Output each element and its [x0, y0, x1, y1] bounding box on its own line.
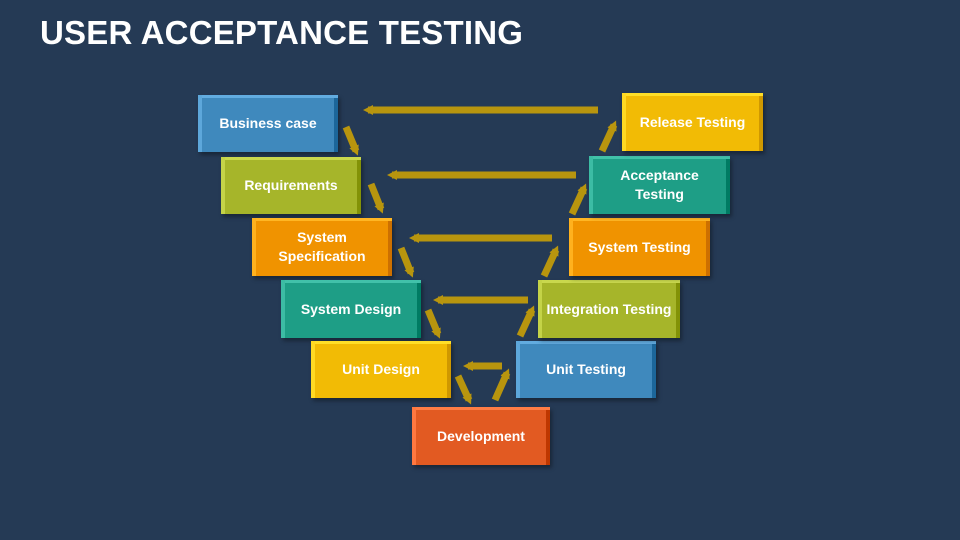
- stage-integration-testing: Integration Testing: [538, 280, 680, 338]
- arrow-up-3: [540, 245, 560, 278]
- arrow-down-5: [454, 374, 473, 405]
- stage-label: System Design: [300, 300, 402, 317]
- stage-business-case: Business case: [198, 95, 338, 152]
- stage-acceptance-testing: Acceptance Testing: [589, 156, 730, 214]
- stage-system-design: System Design: [281, 280, 421, 338]
- stage-label: Business case: [219, 115, 317, 131]
- arrow-down-3: [397, 246, 415, 278]
- arrow-up-1: [491, 368, 511, 402]
- stage-label: Unit Design: [342, 361, 420, 377]
- stage-label: Integration Testing: [546, 300, 672, 317]
- stage-label: Release Testing: [639, 113, 746, 130]
- page-title: USER ACCEPTANCE TESTING: [40, 14, 524, 51]
- stage-unit-design: Unit Design: [311, 341, 451, 398]
- stage-requirements: Requirements: [221, 157, 361, 214]
- stage-unit-testing: Unit Testing: [516, 341, 656, 398]
- stage-label: Requirements: [244, 177, 338, 193]
- arrow-down-1: [342, 125, 360, 156]
- stage-label: System Specification: [278, 229, 366, 264]
- stage-label: Unit Testing: [546, 361, 626, 377]
- stage-label: Development: [437, 427, 525, 444]
- arrow-up-4: [568, 183, 588, 216]
- stage-label: System Testing: [588, 238, 691, 255]
- stage-system-testing: System Testing: [569, 218, 710, 276]
- arrow-down-4: [424, 308, 442, 339]
- arrow-down-2: [367, 182, 385, 214]
- stage-system-specification: System Specification: [252, 218, 392, 276]
- arrow-up-2: [516, 305, 536, 338]
- stage-label: Acceptance Testing: [620, 167, 699, 202]
- arrow-up-5: [598, 120, 618, 153]
- stage-release-testing: Release Testing: [622, 93, 763, 151]
- stage-development: Development: [412, 407, 550, 465]
